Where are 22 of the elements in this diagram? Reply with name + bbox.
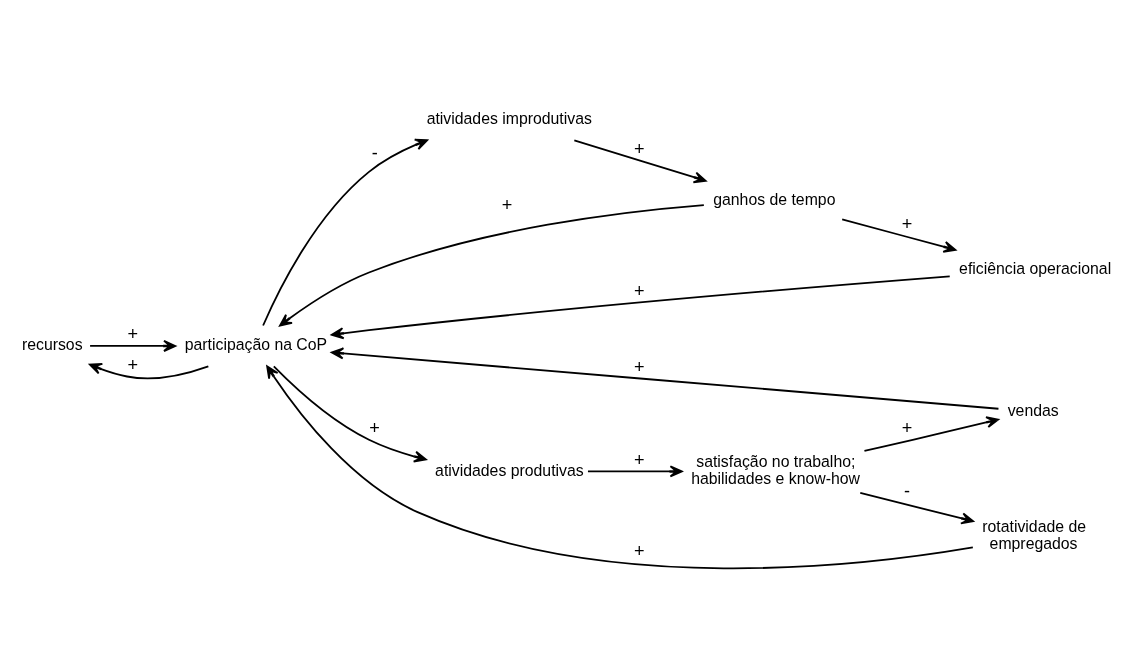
node-text: vendas bbox=[1007, 401, 1059, 419]
edge-label: + bbox=[901, 214, 913, 235]
edge-label: + bbox=[127, 324, 138, 345]
edge-label: + bbox=[633, 138, 645, 159]
edge-label: + bbox=[127, 354, 138, 375]
edge-label: + bbox=[369, 417, 380, 438]
node-text: recursos bbox=[21, 336, 83, 354]
node-text: eficiência operacional bbox=[959, 260, 1112, 278]
edge-label: + bbox=[633, 449, 645, 470]
edge-label: + bbox=[633, 541, 645, 562]
node-text: atividades produtivas bbox=[435, 461, 584, 479]
node-text: rotatividade de empregados bbox=[982, 517, 1087, 552]
node-text: satisfação no trabalho; habilidades e know-how bbox=[691, 453, 860, 488]
edge-label: + bbox=[901, 417, 913, 438]
node-text: participação na CoP bbox=[184, 336, 328, 354]
node-text: ganhos de tempo bbox=[713, 191, 836, 209]
edge-label: + bbox=[633, 356, 645, 377]
edge-label: + bbox=[501, 195, 513, 216]
edge-label: + bbox=[633, 281, 645, 302]
edge-label: - bbox=[904, 481, 911, 502]
node-text: atividades improdutivas bbox=[426, 110, 592, 128]
edge-label: - bbox=[371, 143, 378, 164]
